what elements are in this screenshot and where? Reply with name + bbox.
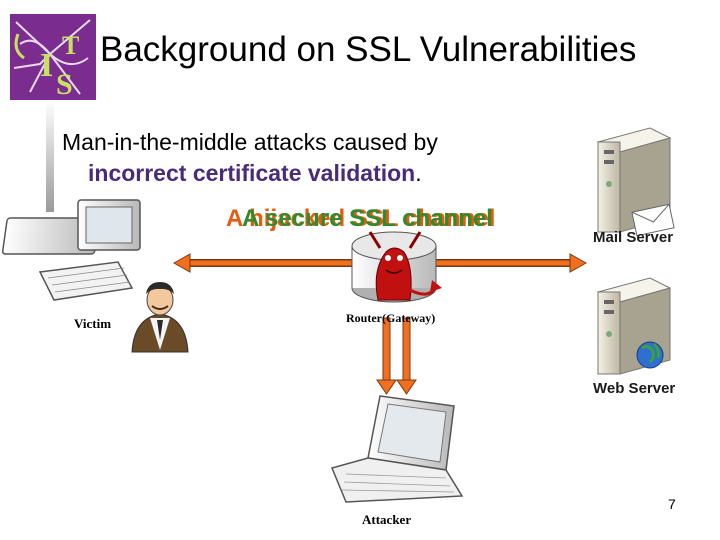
bullet-period: . [415,160,422,186]
router-devil-icon [351,231,442,303]
laptop-icon [330,395,464,503]
bullet-point: Man-in-the-middle attacks caused by inco… [62,127,438,189]
page-title: Background on SSL Vulnerabilities [100,30,637,69]
hijacked-channel-label: A hijacked SSL channel [226,205,496,232]
victim-caption: Victim [74,316,112,331]
svg-text:I: I [40,47,53,84]
svg-text:T: T [62,31,79,60]
person-icon [131,282,189,353]
logo-emblem: I S T [10,14,96,101]
page-number: 7 [668,496,676,512]
bullet-emphasis: incorrect certificate validation [88,160,416,186]
svg-text:S: S [56,68,73,100]
mail-server-caption: Mail Server [593,229,674,246]
attacker-caption: Attacker [362,512,412,527]
web-server-icon [596,277,672,375]
mail-server-icon [596,127,675,237]
secure-channel-label: A secure SSL channel [242,205,493,232]
router-caption: Router(Gateway) [346,311,436,325]
attack-arrows [376,317,417,395]
desktop-computer-icon [1,199,141,301]
bullet-line-1: Man-in-the-middle attacks caused by [62,129,438,155]
web-server-caption: Web Server [593,380,676,397]
decorative-bar [46,100,54,212]
